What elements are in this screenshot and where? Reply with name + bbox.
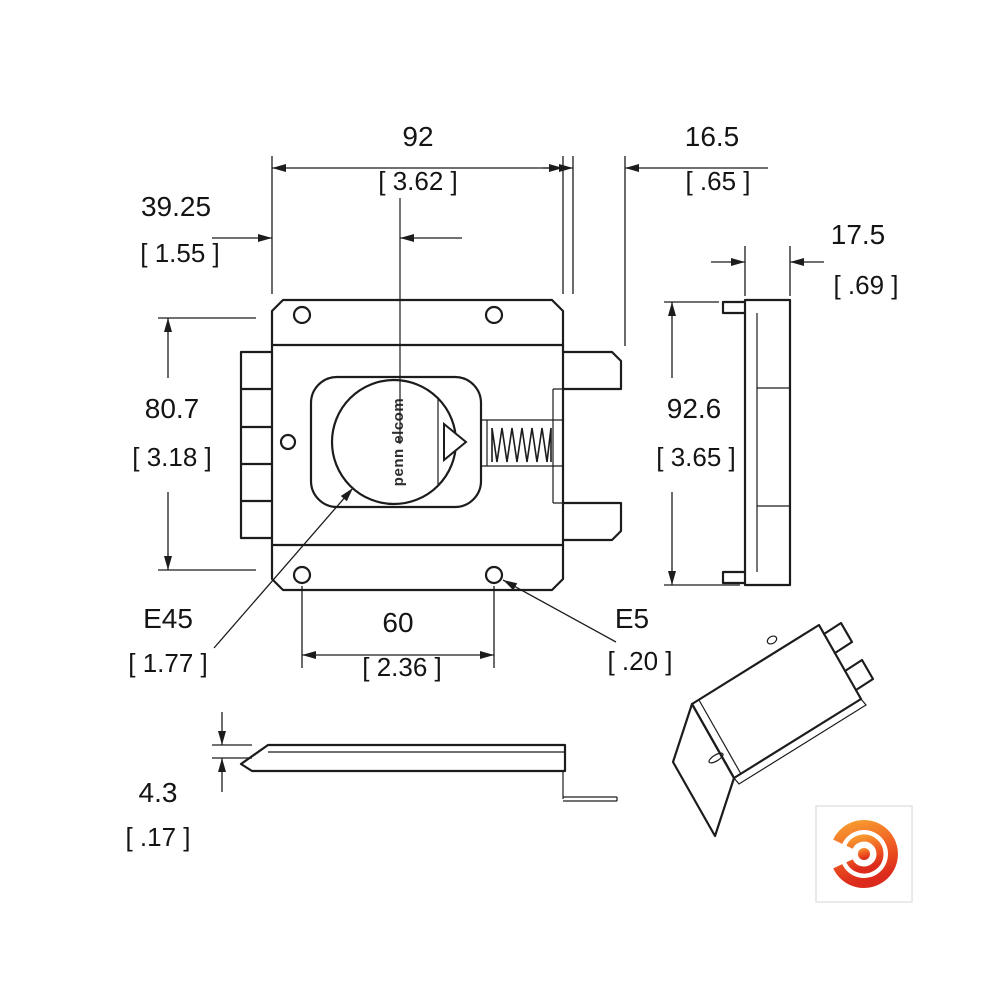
top-mounting-tab <box>270 298 565 347</box>
bottom-hook-edge <box>562 771 618 802</box>
dim-mm: 17.5 <box>831 219 886 250</box>
dimension-hole-spacing: 60 [ 2.36 ] <box>301 586 495 682</box>
dim-mm: 92.6 <box>667 393 722 424</box>
bottom-mounting-tab <box>270 543 565 592</box>
side-view <box>721 298 792 587</box>
dim-mm: 60 <box>382 607 413 638</box>
bottom-view <box>239 743 618 802</box>
dim-inch: [ 1.77 ] <box>128 648 208 678</box>
dim-mm: 92 <box>402 121 433 152</box>
iso-plate-thickness <box>733 698 867 785</box>
pointer-triangle <box>443 421 468 463</box>
dim-mm: E5 <box>615 603 649 634</box>
dim-inch: [ 3.65 ] <box>656 442 736 472</box>
dim-inch: [ .20 ] <box>607 646 672 676</box>
rivet-hole <box>279 433 297 451</box>
iso-plate <box>690 623 863 780</box>
dimension-plate-thickness: 4.3 [ .17 ] <box>125 712 252 852</box>
extension-line <box>271 156 564 294</box>
screw-hole-bottom-left <box>292 565 312 585</box>
leader-line <box>213 487 354 649</box>
dim-inch: [ 2.36 ] <box>362 652 442 682</box>
dimension-hook-offset: 16.5 [ .65 ] <box>543 121 768 346</box>
isometric-view <box>671 621 875 838</box>
dim-mm: 4.3 <box>139 777 178 808</box>
bottom-hook <box>561 501 623 542</box>
screw-hole-top-right <box>484 305 504 325</box>
dim-inch: [ 3.62 ] <box>378 166 458 196</box>
iso-hole <box>766 635 778 645</box>
brand-engraving: penn elcom <box>390 398 407 486</box>
screw-hole-top-left <box>292 305 312 325</box>
dim-inch: [ .17 ] <box>125 822 190 852</box>
top-hook <box>561 350 623 391</box>
extension-line <box>744 246 791 296</box>
leader-line <box>502 579 617 643</box>
hook-slot-line <box>552 388 563 504</box>
dim-inch: [ .65 ] <box>685 166 750 196</box>
dim-inch: [ 1.55 ] <box>140 238 220 268</box>
screw-hole-bottom-right <box>484 565 504 585</box>
iso-prong-bottom <box>843 658 875 692</box>
dimension-overall-width: 92 [ 3.62 ] <box>271 121 564 294</box>
spring-housing <box>481 419 563 467</box>
dim-mm: 80.7 <box>145 393 200 424</box>
iso-flange <box>671 702 736 838</box>
dim-mm: 39.25 <box>141 191 211 222</box>
side-top-lip <box>721 300 747 315</box>
dim-inch: [ .69 ] <box>833 270 898 300</box>
dim-mm: E45 <box>143 603 193 634</box>
latch-body-outline <box>270 343 565 547</box>
extension-line <box>158 317 256 571</box>
dimension-center-offset: 39.25 [ 1.55 ] <box>140 191 462 268</box>
dimension-hole-diameter: E5 [ .20 ] <box>502 579 673 676</box>
side-bottom-lip <box>721 570 747 585</box>
iso-slot <box>708 752 724 764</box>
penn-elcom-logo-icon <box>846 834 884 874</box>
front-view: penn elcom <box>239 198 623 592</box>
penn-elcom-logo-icon <box>833 820 898 888</box>
dimension-overall-height: 92.6 [ 3.65 ] <box>656 301 740 586</box>
dimension-dish-diameter: E45 [ 1.77 ] <box>128 487 354 678</box>
spring-coil <box>491 427 552 463</box>
latch-inner-frame <box>309 375 483 509</box>
extension-line <box>212 744 252 759</box>
dim-inch: [ 3.18 ] <box>132 442 212 472</box>
penn-elcom-logo-icon <box>858 848 870 860</box>
side-inner-face <box>756 313 790 572</box>
side-profile-outline <box>743 298 792 587</box>
brand-logo <box>815 805 913 903</box>
dimension-body-height: 80.7 [ 3.18 ] <box>132 317 256 571</box>
iso-prong-top <box>822 621 854 655</box>
dimension-side-depth: 17.5 [ .69 ] <box>711 219 899 300</box>
dim-mm: 16.5 <box>685 121 740 152</box>
bottom-profile-outline <box>239 743 567 773</box>
extension-line <box>572 156 626 346</box>
iso-bend-line <box>698 699 742 775</box>
left-rib-edge <box>239 350 274 540</box>
